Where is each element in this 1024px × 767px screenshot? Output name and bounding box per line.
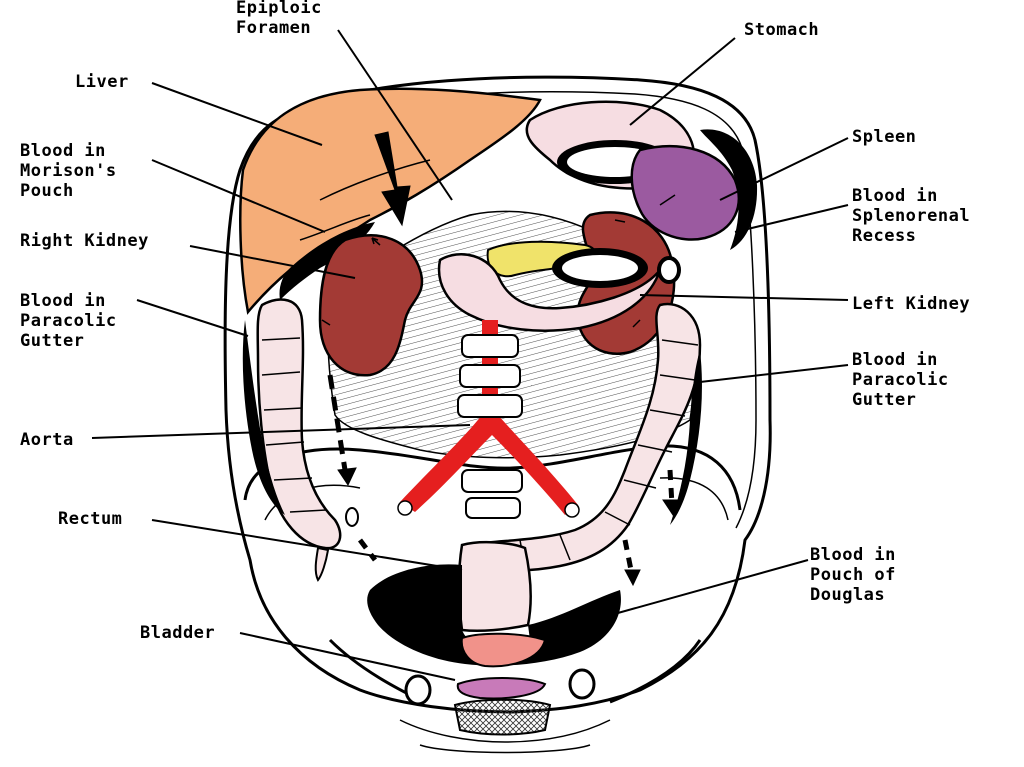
label-stomach: Stomach bbox=[744, 20, 820, 40]
uterus-shape bbox=[456, 677, 547, 700]
bladder-shape bbox=[460, 632, 547, 668]
spleen-shape bbox=[630, 145, 740, 241]
label-blood-splenorenal-recess: Blood in Splenorenal Recess bbox=[852, 186, 971, 246]
label-right-kidney: Right Kidney bbox=[20, 231, 149, 251]
label-bladder: Bladder bbox=[140, 623, 216, 643]
iliac-end-left bbox=[397, 500, 413, 516]
ascending-colon-haustra bbox=[261, 337, 327, 513]
pouch-of-douglas-blood bbox=[367, 564, 621, 666]
iliac-end-right bbox=[564, 502, 580, 518]
duodenum-cavity-inner bbox=[562, 255, 638, 281]
right-paracolic-blood bbox=[242, 320, 285, 515]
hip-joints bbox=[404, 668, 596, 706]
label-blood-pouch-of-douglas: Blood in Pouch of Douglas bbox=[810, 545, 896, 605]
label-blood-morisons-pouch: Blood in Morison's Pouch bbox=[20, 141, 117, 201]
label-aorta: Aorta bbox=[20, 430, 74, 450]
ascending-colon bbox=[256, 298, 342, 550]
label-liver: Liver bbox=[75, 72, 129, 92]
label-epiploic-foramen: Epiploic Foramen bbox=[236, 0, 322, 38]
appendix-stump bbox=[345, 507, 359, 527]
label-blood-paracolic-gutter-right: Blood in Paracolic Gutter bbox=[852, 350, 949, 410]
label-blood-paracolic-gutter-left: Blood in Paracolic Gutter bbox=[20, 291, 117, 351]
left-paracolic-blood bbox=[670, 350, 702, 525]
right-kidney-shape bbox=[318, 234, 424, 377]
descending-colon-haustra bbox=[519, 339, 699, 569]
lumbar-spine bbox=[457, 334, 523, 519]
liver-fissure bbox=[299, 159, 431, 241]
rectum-shape bbox=[457, 540, 532, 633]
leader-lines bbox=[91, 29, 849, 681]
splenorenal-blood bbox=[700, 129, 758, 250]
blood-flow-arrows bbox=[327, 131, 682, 587]
appendix bbox=[314, 546, 330, 582]
kidney-arrows bbox=[321, 194, 676, 328]
label-rectum: Rectum bbox=[58, 509, 123, 529]
pelvic-floor-lines bbox=[399, 719, 611, 754]
colon-lumen-left bbox=[657, 256, 681, 284]
label-left-kidney: Left Kidney bbox=[852, 294, 971, 314]
pelvic-floor-grid bbox=[453, 698, 552, 736]
label-spleen: Spleen bbox=[852, 127, 917, 147]
